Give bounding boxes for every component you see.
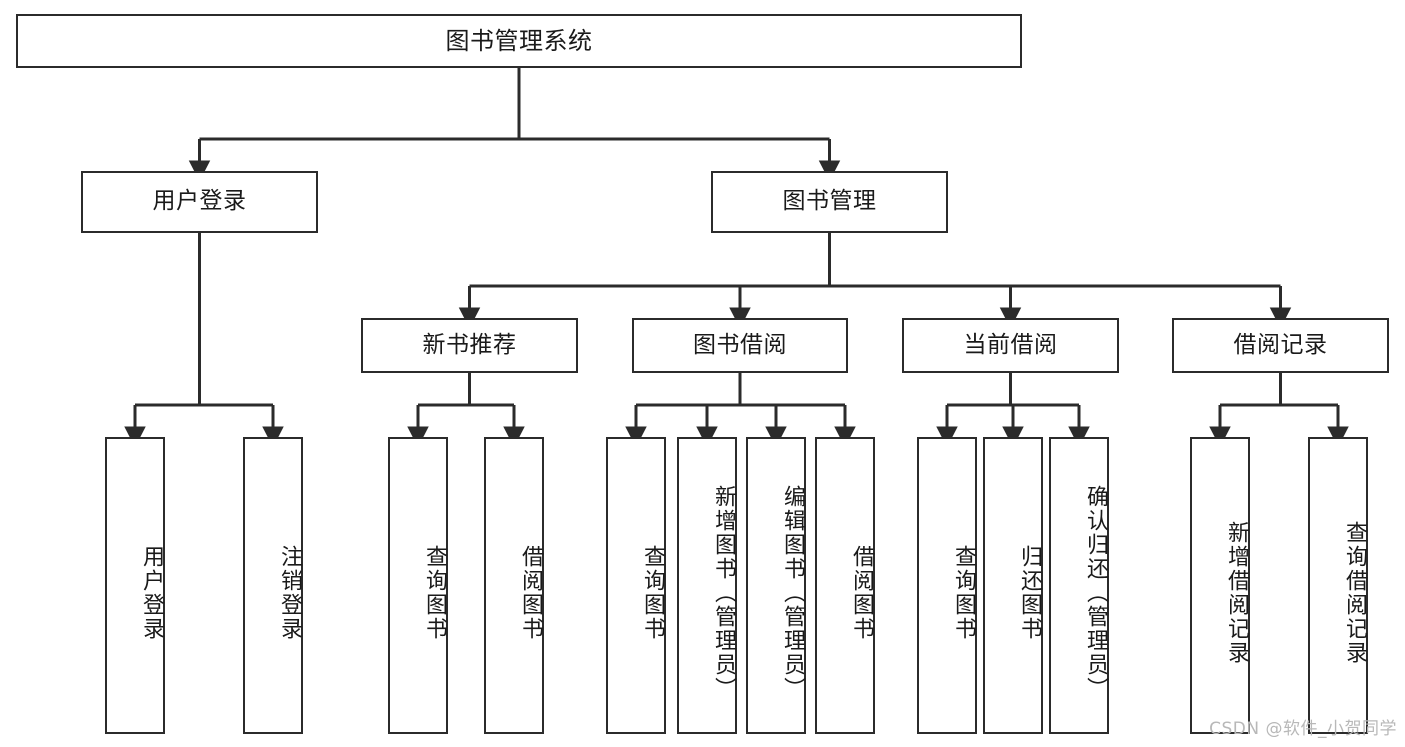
- node-new-book-recommend[interactable]: 新书推荐: [361, 318, 578, 373]
- node-leaf-query-book-recommend[interactable]: 查询图书: [388, 437, 448, 734]
- node-label: 图书管理系统: [445, 26, 593, 55]
- node-label: 新增图书（管理员）: [711, 484, 736, 701]
- node-leaf-query-borrow-record[interactable]: 查询借阅记录: [1308, 437, 1368, 734]
- node-leaf-borrow-book-recommend[interactable]: 借阅图书: [484, 437, 544, 734]
- node-root[interactable]: 图书管理系统: [16, 14, 1022, 68]
- node-label: 查询图书: [422, 544, 447, 641]
- node-leaf-return-book[interactable]: 归还图书: [983, 437, 1043, 734]
- node-label: 查询图书: [951, 544, 976, 641]
- node-label: 编辑图书（管理员）: [780, 484, 805, 701]
- node-label: 查询借阅记录: [1342, 520, 1367, 665]
- node-label: 当前借阅: [963, 331, 1058, 358]
- node-label: 新增借阅记录: [1224, 520, 1249, 665]
- node-leaf-confirm-return-admin[interactable]: 确认归还（管理员）: [1049, 437, 1109, 734]
- node-leaf-query-book-borrow[interactable]: 查询图书: [606, 437, 666, 734]
- node-label: 图书借阅: [693, 331, 787, 358]
- node-label: 用户登录: [139, 544, 164, 641]
- node-label: 用户登录: [152, 188, 247, 215]
- node-book-management[interactable]: 图书管理: [711, 171, 948, 233]
- node-leaf-user-login[interactable]: 用户登录: [105, 437, 165, 734]
- node-label: 借阅图书: [849, 544, 874, 641]
- node-user-login[interactable]: 用户登录: [81, 171, 318, 233]
- node-label: 注销登录: [277, 544, 302, 641]
- node-label: 图书管理: [782, 188, 877, 215]
- node-leaf-query-book-current[interactable]: 查询图书: [917, 437, 977, 734]
- node-leaf-user-logout[interactable]: 注销登录: [243, 437, 303, 734]
- node-leaf-add-book-admin[interactable]: 新增图书（管理员）: [677, 437, 737, 734]
- node-label: 借阅图书: [518, 544, 543, 641]
- node-leaf-add-borrow-record[interactable]: 新增借阅记录: [1190, 437, 1250, 734]
- node-book-borrow[interactable]: 图书借阅: [632, 318, 848, 373]
- node-leaf-borrow-book[interactable]: 借阅图书: [815, 437, 875, 734]
- node-label: 新书推荐: [422, 331, 517, 358]
- node-label: 借阅记录: [1233, 331, 1328, 358]
- node-current-borrow[interactable]: 当前借阅: [902, 318, 1119, 373]
- node-label: 确认归还（管理员）: [1083, 484, 1108, 701]
- node-label: 归还图书: [1017, 544, 1042, 641]
- node-label: 查询图书: [640, 544, 665, 641]
- node-leaf-edit-book-admin[interactable]: 编辑图书（管理员）: [746, 437, 806, 734]
- node-borrow-record[interactable]: 借阅记录: [1172, 318, 1389, 373]
